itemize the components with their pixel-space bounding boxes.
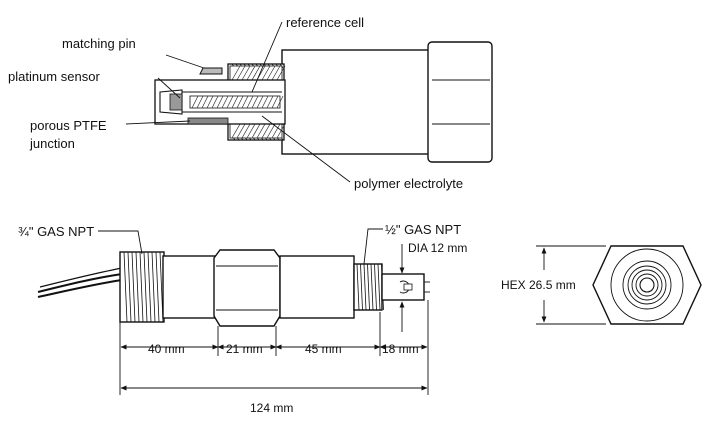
half-thread: [353, 263, 384, 311]
platinum-sensor-leader: [157, 77, 181, 99]
sensor-tip: [381, 273, 430, 301]
matching-pin-label: matching pin: [62, 36, 136, 51]
platinum-sensor-label: platinum sensor: [8, 69, 100, 84]
dim-124mm: 124 mm: [250, 401, 293, 415]
body-section-1: [162, 255, 221, 319]
dim-21mm: 21 mm: [226, 342, 263, 356]
end-view: HEX 26.5 mm: [501, 245, 702, 325]
three-quarter-gas-npt-label: ¾" GAS NPT: [18, 224, 94, 239]
reference-cell-leader: [251, 21, 283, 93]
cutaway-main-body: [281, 49, 433, 155]
platinum-sensor-shape: [159, 89, 183, 115]
half-leader: [363, 228, 383, 265]
three-quarter-leader: [98, 230, 143, 255]
three-quarter-thread: [119, 251, 165, 323]
body-section-2: [279, 255, 355, 319]
side-view: ¾" GAS NPT ½" GAS NPT DIA 12 mm: [18, 222, 467, 415]
polymer-electrolyte-leader: [261, 115, 351, 183]
polymer-electrolyte-label: polymer electrolyte: [354, 176, 463, 191]
porous-ptfe-label: porous PTFE: [30, 118, 107, 133]
cable: [37, 267, 123, 298]
cutaway-view: reference cell matching pin platinum sen…: [8, 15, 493, 191]
end-bore: [639, 277, 655, 293]
reference-cell-label: reference cell: [286, 15, 364, 30]
half-gas-npt-label: ½" GAS NPT: [385, 222, 461, 237]
ptfe-junction-shape: [187, 117, 229, 125]
junction-label: junction: [29, 136, 75, 151]
matching-pin-leader: [165, 54, 205, 69]
matching-pin-shape: [199, 67, 223, 75]
end-outer-circle: [610, 248, 684, 322]
dim-18mm: 18 mm: [382, 342, 419, 356]
dia-label: DIA 12 mm: [408, 241, 467, 255]
dim-45mm: 45 mm: [305, 342, 342, 356]
side-hex: [213, 249, 281, 327]
cutaway-hex-nut: [427, 41, 493, 163]
hex-label: HEX 26.5 mm: [501, 278, 576, 292]
ptfe-junction-leader: [125, 120, 191, 125]
dim-40mm: 40 mm: [148, 342, 185, 356]
